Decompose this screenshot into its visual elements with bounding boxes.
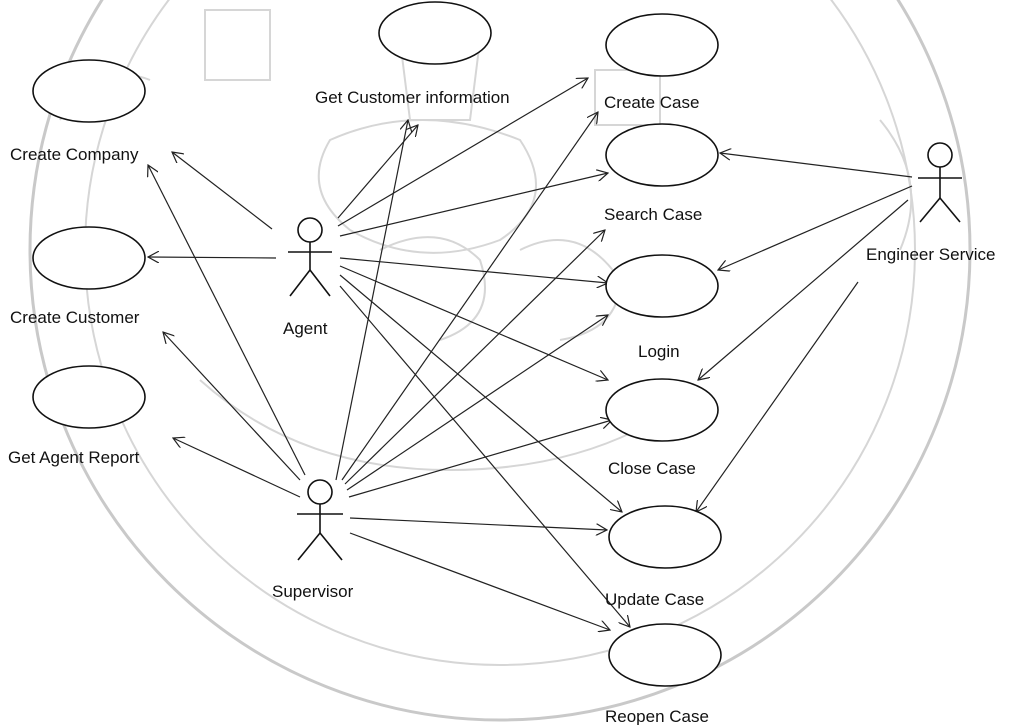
association-supervisor-to-reopen-case <box>349 532 610 630</box>
usecase-login[interactable] <box>605 254 719 318</box>
label-update-case: Update Case <box>605 590 704 609</box>
label-agent: Agent <box>283 319 328 338</box>
label-reopen-case: Reopen Case <box>605 707 709 725</box>
association-agent-to-create-case <box>337 78 588 227</box>
association-engineer-service-to-login <box>718 185 913 270</box>
association-agent-to-create-customer <box>148 257 277 258</box>
association-supervisor-to-close-case <box>348 420 612 498</box>
association-agent-to-close-case <box>339 265 608 380</box>
association-engineer-service-to-search-case <box>720 153 913 178</box>
actor-agent[interactable] <box>288 217 332 297</box>
label-login: Login <box>638 342 680 361</box>
association-agent-to-reopen-case <box>339 285 630 627</box>
association-supervisor-to-search-case <box>344 230 605 485</box>
association-engineer-service-to-update-case <box>696 281 859 512</box>
usecase-create-case[interactable] <box>605 13 719 77</box>
association-supervisor-to-get-agent-report <box>173 438 301 498</box>
labels: Create Company Create Customer Get Agent… <box>8 88 995 725</box>
label-get-customer-information: Get Customer information <box>315 88 510 107</box>
use-cases <box>32 1 722 687</box>
usecase-get-agent-report[interactable] <box>32 365 146 429</box>
association-supervisor-to-login <box>346 315 608 491</box>
association-supervisor-to-update-case <box>349 517 607 530</box>
label-get-agent-report: Get Agent Report <box>8 448 140 467</box>
association-agent-to-search-case <box>339 173 608 237</box>
label-close-case: Close Case <box>608 459 696 478</box>
usecase-close-case[interactable] <box>605 378 719 442</box>
association-agent-to-get-customer-information <box>337 125 418 219</box>
association-supervisor-to-create-customer <box>163 332 301 481</box>
actor-supervisor[interactable] <box>297 479 343 561</box>
engineer-service-head <box>927 142 953 168</box>
association-agent-to-login <box>339 257 608 283</box>
usecase-create-company[interactable] <box>32 59 146 123</box>
label-engineer-service: Engineer Service <box>866 245 995 264</box>
actor-engineer-service[interactable] <box>918 142 962 223</box>
usecase-search-case[interactable] <box>605 123 719 187</box>
label-create-company: Create Company <box>10 145 139 164</box>
association-agent-to-create-company <box>172 152 273 230</box>
associations <box>148 78 913 630</box>
agent-head <box>297 217 323 243</box>
association-supervisor-to-create-case <box>341 112 598 481</box>
label-search-case: Search Case <box>604 205 702 224</box>
usecase-get-customer-information[interactable] <box>378 1 492 65</box>
usecase-create-customer[interactable] <box>32 226 146 290</box>
association-agent-to-update-case <box>339 274 622 512</box>
usecase-update-case[interactable] <box>608 505 722 569</box>
association-engineer-service-to-close-case <box>698 199 909 380</box>
supervisor-head <box>307 479 333 505</box>
association-supervisor-to-create-company <box>148 165 306 476</box>
label-create-case: Create Case <box>604 93 699 112</box>
usecase-reopen-case[interactable] <box>608 623 722 687</box>
label-create-customer: Create Customer <box>10 308 140 327</box>
label-supervisor: Supervisor <box>272 582 354 601</box>
watermark-seal <box>28 0 972 722</box>
association-supervisor-to-get-customer-information <box>335 120 408 481</box>
